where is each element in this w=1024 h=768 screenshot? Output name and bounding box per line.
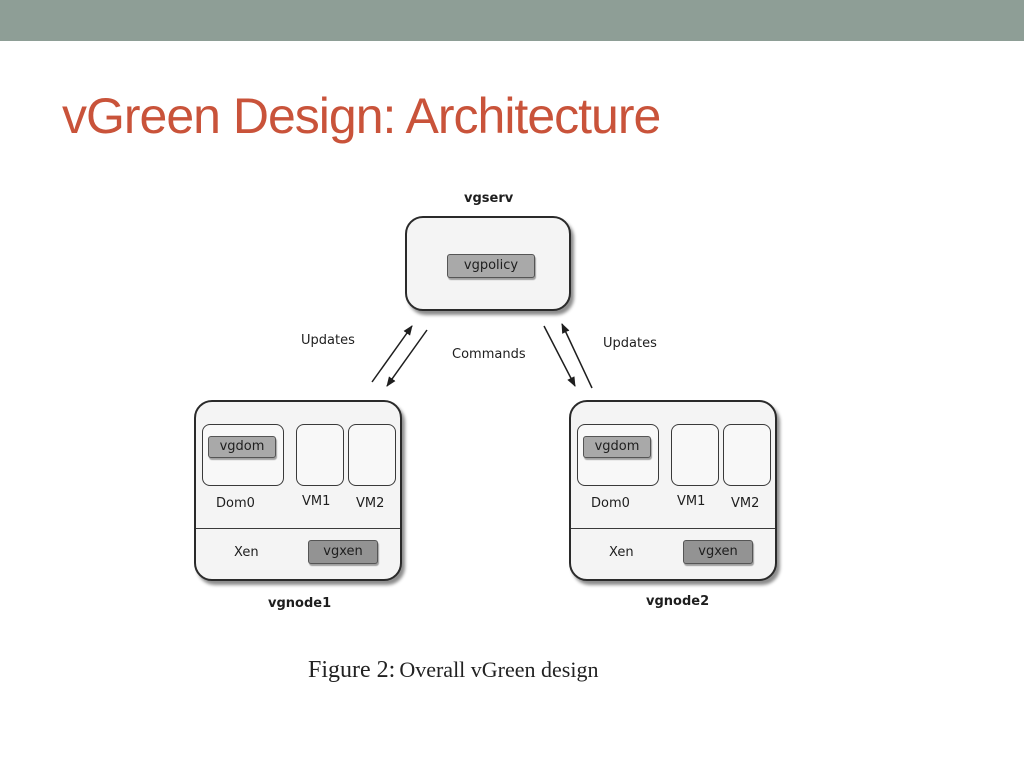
dom0-label-2: Dom0: [591, 496, 630, 511]
edge-label-commands: Commands: [452, 347, 526, 362]
xen-label-1: Xen: [234, 545, 259, 560]
edge-label-updates-left: Updates: [301, 333, 355, 348]
vm2-label-1: VM2: [356, 496, 385, 511]
vm2-box-2: [723, 424, 771, 486]
update-arrow-left: [371, 325, 413, 383]
node-box-1: vgdom Dom0 VM1 VM2 Xen vgxen: [194, 400, 402, 581]
xen-label-2: Xen: [609, 545, 634, 560]
slide-title: vGreen Design: Architecture: [62, 88, 661, 144]
vm1-box-2: [671, 424, 719, 486]
vm1-box-1: [296, 424, 344, 486]
node-box-2: vgdom Dom0 VM1 VM2 Xen vgxen: [569, 400, 777, 581]
figure-number: Figure 2:: [308, 657, 396, 683]
vgxen-component-1: vgxen: [308, 540, 378, 564]
vm2-box-1: [348, 424, 396, 486]
vgdom-component-1: vgdom: [208, 436, 276, 458]
figure-caption-text: Overall vGreen design: [399, 657, 599, 682]
command-arrow-left: [386, 329, 428, 387]
update-arrow-right: [561, 323, 593, 389]
dom0-box-2: vgdom: [577, 424, 659, 486]
vm1-label-2: VM1: [677, 494, 706, 509]
vm1-label-1: VM1: [302, 494, 331, 509]
hypervisor-divider-1: [196, 528, 400, 529]
dom0-box-1: vgdom: [202, 424, 284, 486]
figure-caption: Figure 2:Overall vGreen design: [308, 657, 598, 684]
dom0-label-1: Dom0: [216, 496, 255, 511]
command-arrow-right: [543, 325, 576, 387]
top-band: [0, 0, 1024, 41]
vm2-label-2: VM2: [731, 496, 760, 511]
hypervisor-divider-2: [571, 528, 775, 529]
server-box: vgpolicy: [405, 216, 571, 311]
vgpolicy-component: vgpolicy: [447, 254, 535, 278]
node-name-1: vgnode1: [268, 596, 332, 611]
server-name-label: vgserv: [464, 191, 514, 206]
vgdom-component-2: vgdom: [583, 436, 651, 458]
vgxen-component-2: vgxen: [683, 540, 753, 564]
edge-label-updates-right: Updates: [603, 336, 657, 351]
node-name-2: vgnode2: [646, 594, 710, 609]
